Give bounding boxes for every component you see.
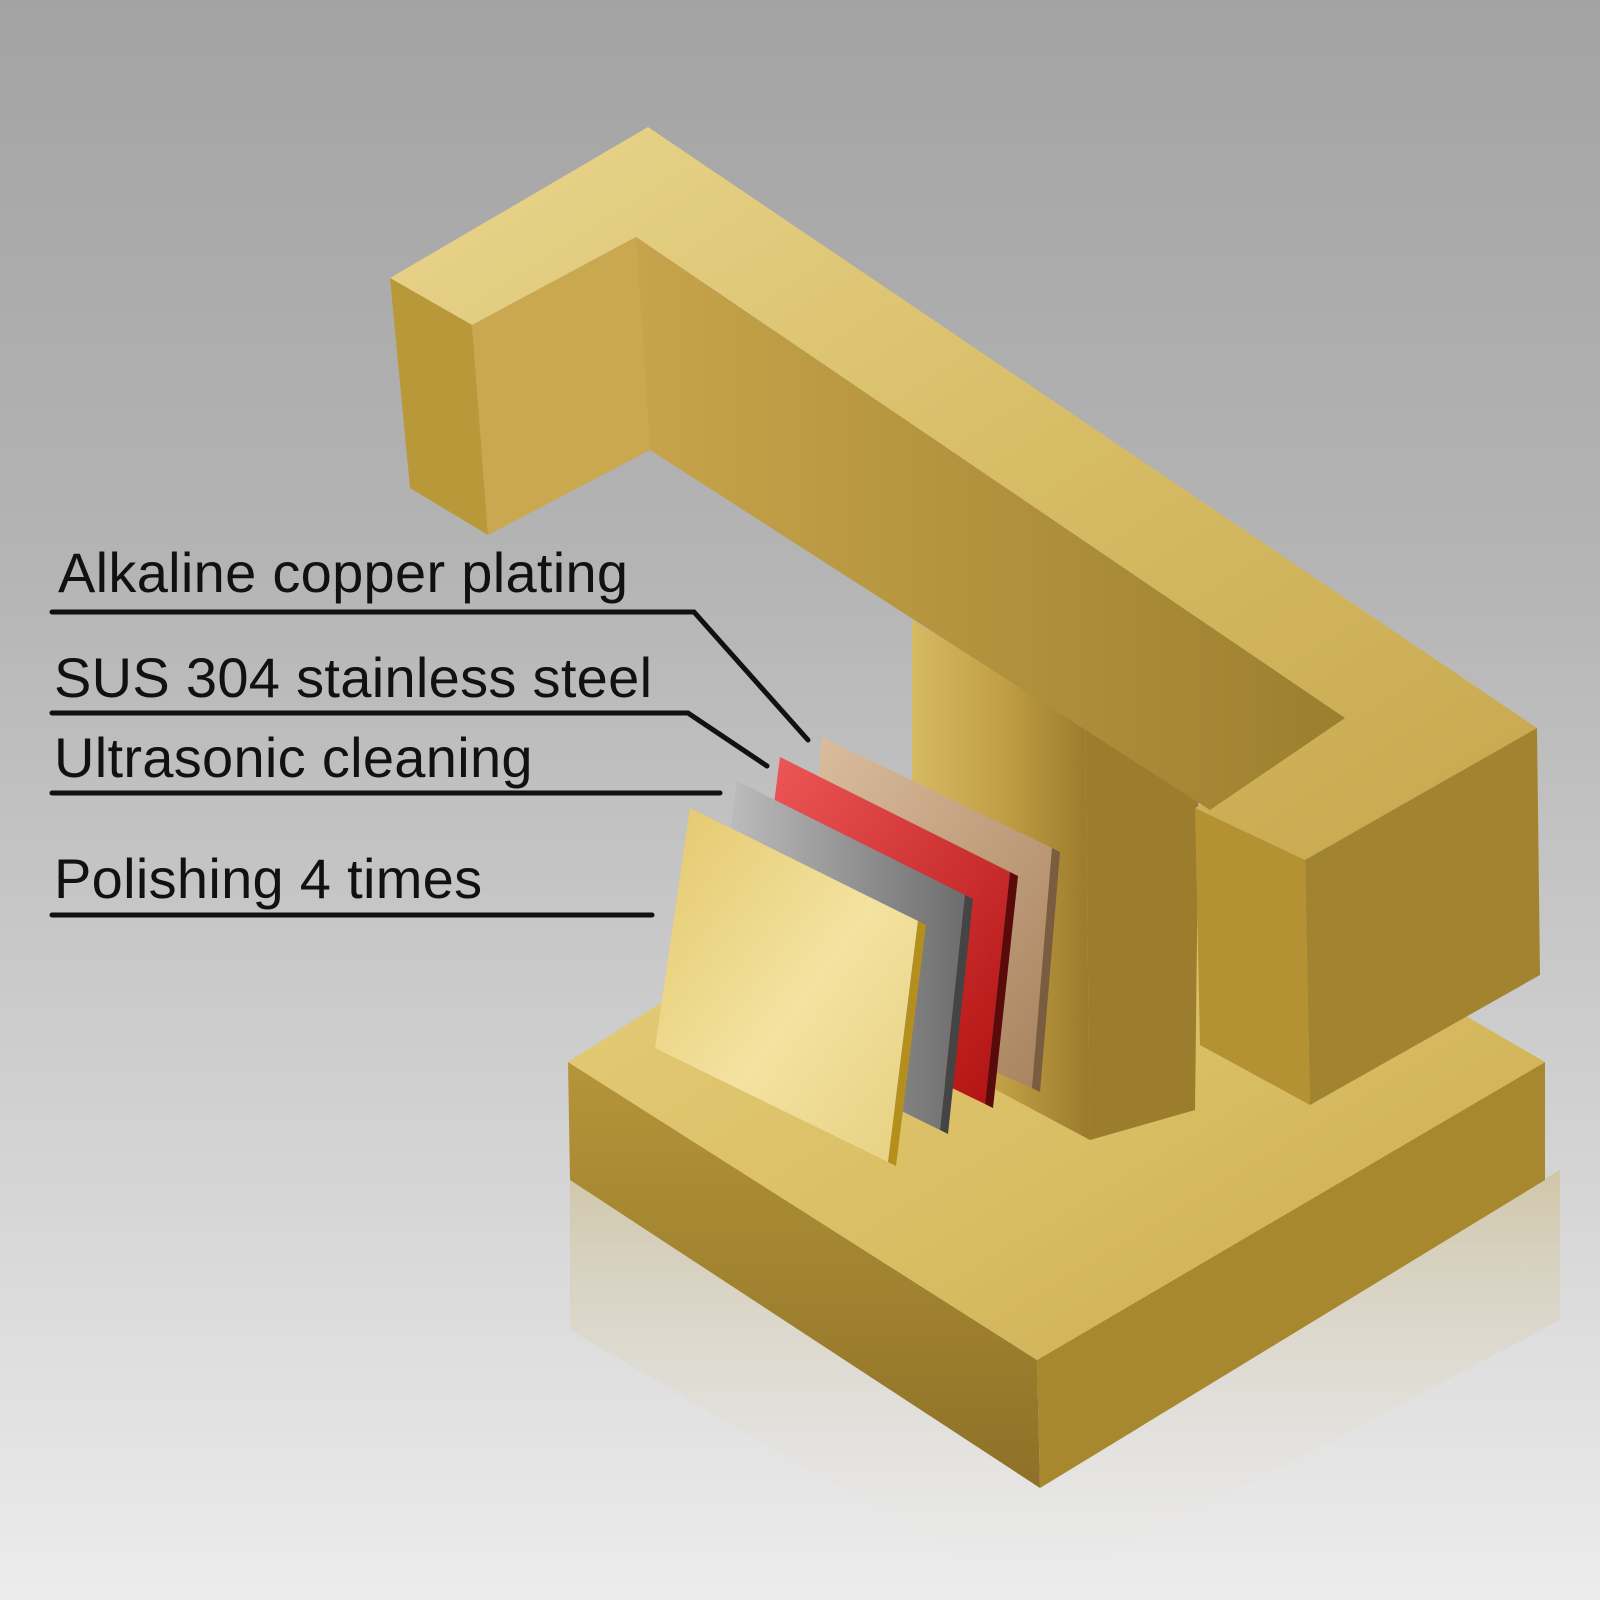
callout-ultrasonic-cleaning: Ultrasonic cleaning [54, 726, 533, 789]
leader-line-stainless [49, 710, 770, 769]
layer-plates [655, 737, 1060, 1166]
callout-alkaline-copper-plating: Alkaline copper plating [58, 541, 629, 604]
gold-layer [655, 808, 918, 1162]
callout-polishing-4-times: Polishing 4 times [54, 847, 483, 910]
hook-arm [390, 127, 1540, 1105]
callout-sus-304-stainless-steel: SUS 304 stainless steel [54, 646, 653, 709]
leader-line-copper [49, 609, 811, 743]
leader-lines [49, 609, 811, 918]
base-reflection [570, 1170, 1560, 1600]
